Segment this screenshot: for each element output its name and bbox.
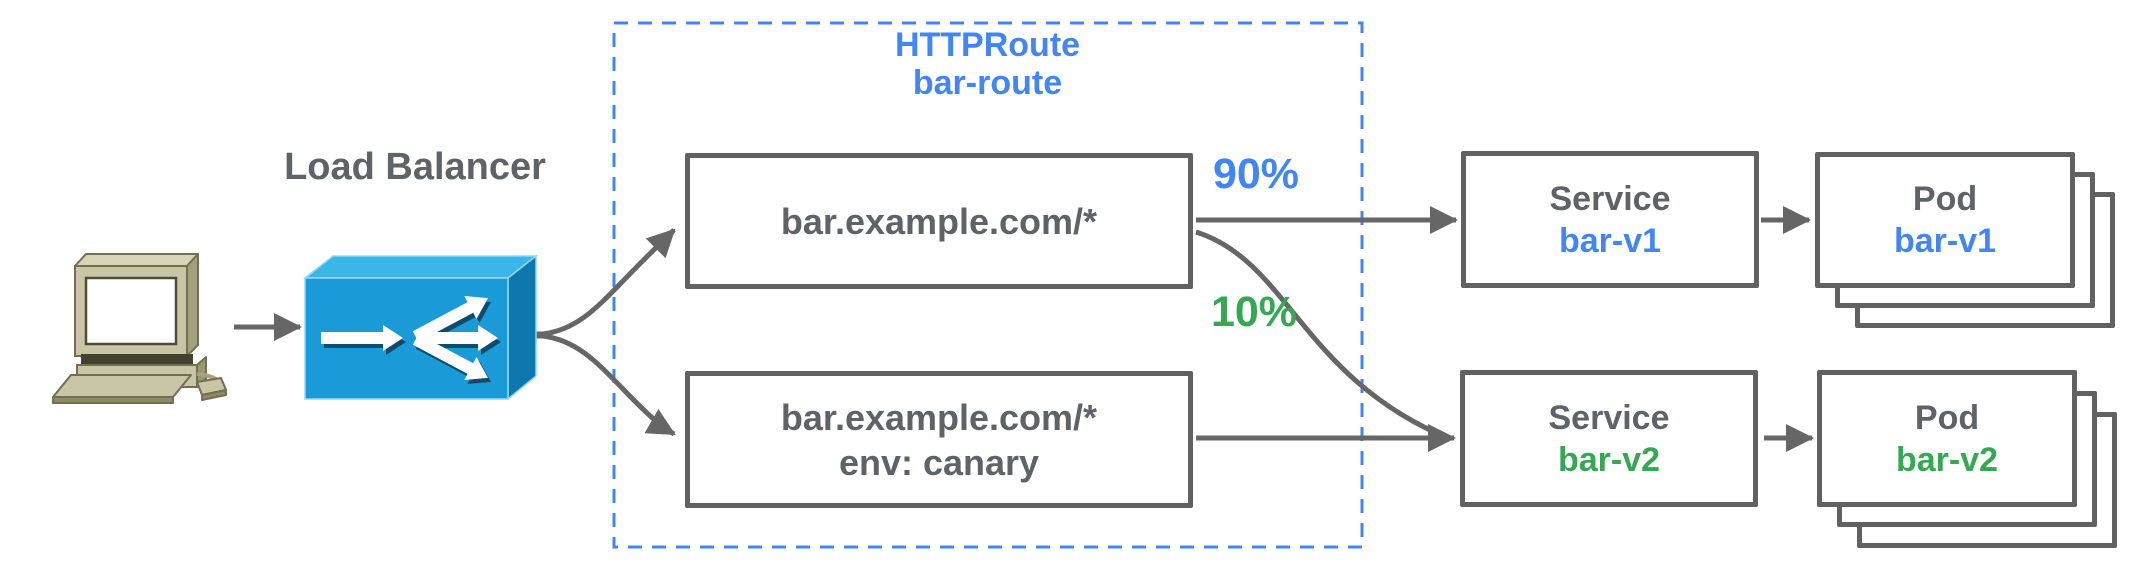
httproute-group-outline xyxy=(612,21,1364,549)
service-kind-label: Service xyxy=(1548,398,1670,437)
desktop-computer-icon xyxy=(52,253,227,404)
service-name-label: bar-v2 xyxy=(1557,440,1661,479)
load-balancer-label: Load Balancer xyxy=(284,146,546,188)
service-name-label: bar-v1 xyxy=(1558,221,1662,260)
route-rule-host: bar.example.com/* xyxy=(780,396,1098,438)
service-box-bar-v2: Service bar-v2 xyxy=(1460,370,1758,507)
pod-card-front: Pod bar-v1 xyxy=(1815,152,2075,288)
pod-kind-label: Pod xyxy=(1912,180,1978,218)
httproute-group-title: HTTPRoute bar-route xyxy=(830,26,1145,102)
service-kind-label: Service xyxy=(1549,179,1671,218)
arrow-lb-to-route2 xyxy=(513,333,676,437)
traffic-weight-90: 90% xyxy=(1212,150,1300,198)
route-rule-box-1: bar.example.com/* xyxy=(685,153,1193,289)
httproute-name-label: bar-route xyxy=(912,64,1063,102)
route-rule-match: env: canary xyxy=(838,441,1040,483)
load-balancer-icon xyxy=(303,254,538,401)
httproute-kind-label: HTTPRoute xyxy=(894,26,1081,64)
route-rule-box-2: bar.example.com/* env: canary xyxy=(685,371,1193,508)
arrow-route1-to-service2-curve xyxy=(1195,229,1434,434)
arrow-lb-to-route1 xyxy=(513,228,676,337)
pod-stack-bar-v1: Pod bar-v1 xyxy=(1815,152,2115,330)
traffic-weight-10: 10% xyxy=(1210,288,1298,336)
service-box-bar-v1: Service bar-v1 xyxy=(1461,151,1759,288)
pod-kind-label: Pod xyxy=(1914,398,1980,437)
pod-stack-bar-v2: Pod bar-v2 xyxy=(1817,370,2117,548)
pod-name-label: bar-v2 xyxy=(1895,440,1999,479)
pod-name-label: bar-v1 xyxy=(1893,222,1997,260)
route-rule-host: bar.example.com/* xyxy=(780,200,1098,242)
pod-card-front: Pod bar-v2 xyxy=(1817,370,2077,507)
